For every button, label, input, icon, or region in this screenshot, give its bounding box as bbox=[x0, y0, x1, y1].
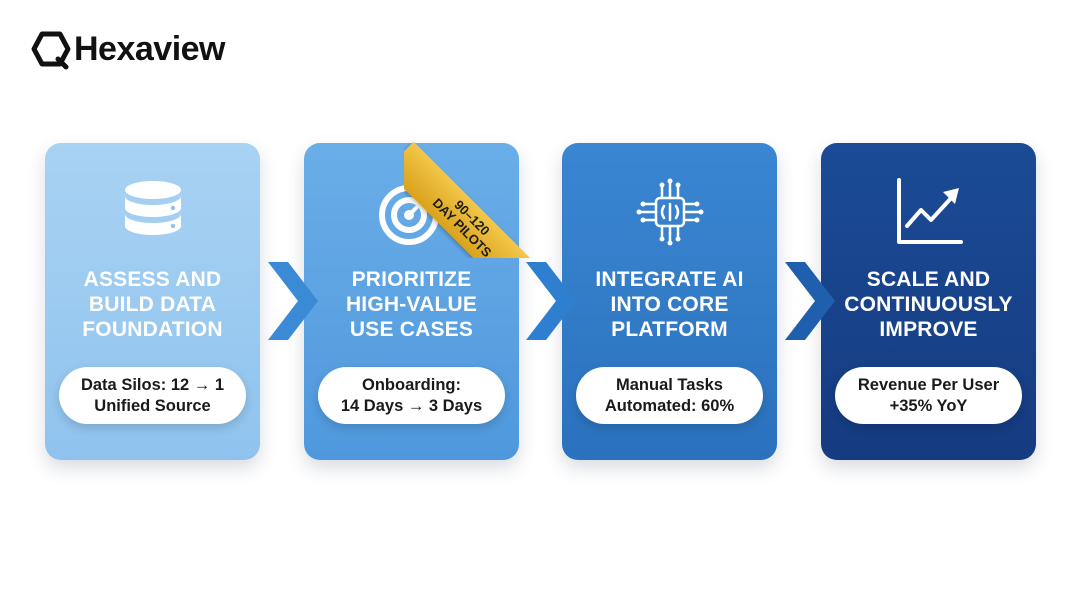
chevron-right-icon bbox=[785, 262, 835, 340]
step-card-scale: Scale and Continuously Improve Revenue P… bbox=[821, 143, 1036, 460]
step-title: Prioritize High-Value Use Cases bbox=[345, 268, 478, 341]
step-metric: Manual Tasks Automated: 60% bbox=[576, 367, 763, 424]
database-icon bbox=[124, 181, 181, 235]
target-icon bbox=[378, 182, 442, 245]
ai-chip-icon bbox=[636, 178, 703, 246]
step-card-prioritize: Prioritize High-Value Use Cases Onboardi… bbox=[304, 143, 519, 460]
chevron-right-icon bbox=[526, 262, 576, 340]
step-title: Integrate AI Into Core Platform bbox=[595, 268, 744, 341]
chevron-right-icon bbox=[268, 262, 318, 340]
step-metric: Data Silos: 12 → 1 Unified Source bbox=[59, 367, 246, 424]
hexagon-search-logo-icon bbox=[31, 31, 71, 70]
growth-chart-icon bbox=[896, 178, 963, 244]
step-title: Scale and Continuously Improve bbox=[844, 268, 1013, 341]
brand-logo: Hexaview bbox=[30, 28, 226, 70]
brand-name: Hexaview bbox=[74, 29, 226, 68]
step-card-assess: Assess and Build Data Foundation Data Si… bbox=[45, 143, 260, 460]
step-metric: Revenue Per User +35% YoY bbox=[835, 367, 1022, 424]
step-title: Assess and Build Data Foundation bbox=[82, 268, 223, 341]
step-card-integrate: Integrate AI Into Core Platform Manual T… bbox=[562, 143, 777, 460]
step-metric: Onboarding: 14 Days → 3 Days bbox=[318, 367, 505, 424]
